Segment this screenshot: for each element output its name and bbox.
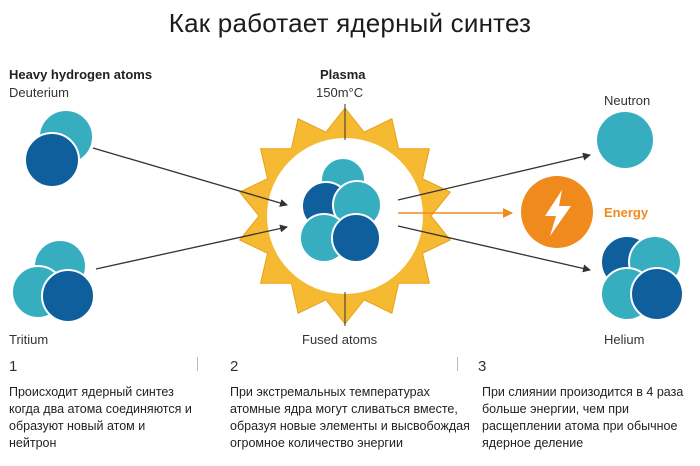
step-1-number: 1	[9, 358, 18, 375]
deuterium-arrow	[92, 147, 288, 207]
neutron-label: Neutron	[604, 93, 651, 108]
neutron-product-icon	[597, 112, 653, 168]
neutron-icon	[41, 269, 95, 323]
fused-atoms-cluster	[299, 157, 382, 263]
temperature-label: 150m°C	[316, 85, 364, 100]
plasma-label: Plasma	[320, 67, 366, 82]
neutron-icon	[630, 267, 684, 321]
neutron-icon	[331, 213, 381, 263]
step-1-text: Происходит ядерный синтез когда два атом…	[9, 385, 192, 450]
heavy-hydrogen-heading: Heavy hydrogen atoms	[9, 67, 153, 82]
step-divider	[197, 357, 198, 371]
step-2-number: 2	[230, 358, 239, 375]
energy-label: Energy	[604, 205, 649, 220]
neutron-icon	[24, 132, 80, 188]
tritium-atom	[11, 239, 95, 323]
step-3-text: При слиянии произодится в 4 раза больше …	[482, 385, 684, 450]
helium-arrow	[397, 225, 591, 273]
neutron-arrow	[397, 152, 591, 201]
page-title: Как работает ядерный синтез	[168, 8, 532, 38]
fused-atoms-label: Fused atoms	[302, 332, 378, 347]
step-divider	[457, 357, 458, 371]
deuterium-label: Deuterium	[9, 85, 69, 100]
deuterium-atom	[24, 109, 94, 188]
tritium-arrow	[95, 224, 288, 270]
tritium-label: Tritium	[9, 332, 49, 347]
energy-icon	[521, 176, 593, 248]
helium-atom	[600, 235, 684, 321]
helium-label: Helium	[604, 332, 645, 347]
lightning-bolt-icon	[545, 190, 571, 236]
step-3-number: 3	[478, 358, 487, 375]
step-2-text: При экстремальных температурах атомные я…	[230, 385, 470, 450]
